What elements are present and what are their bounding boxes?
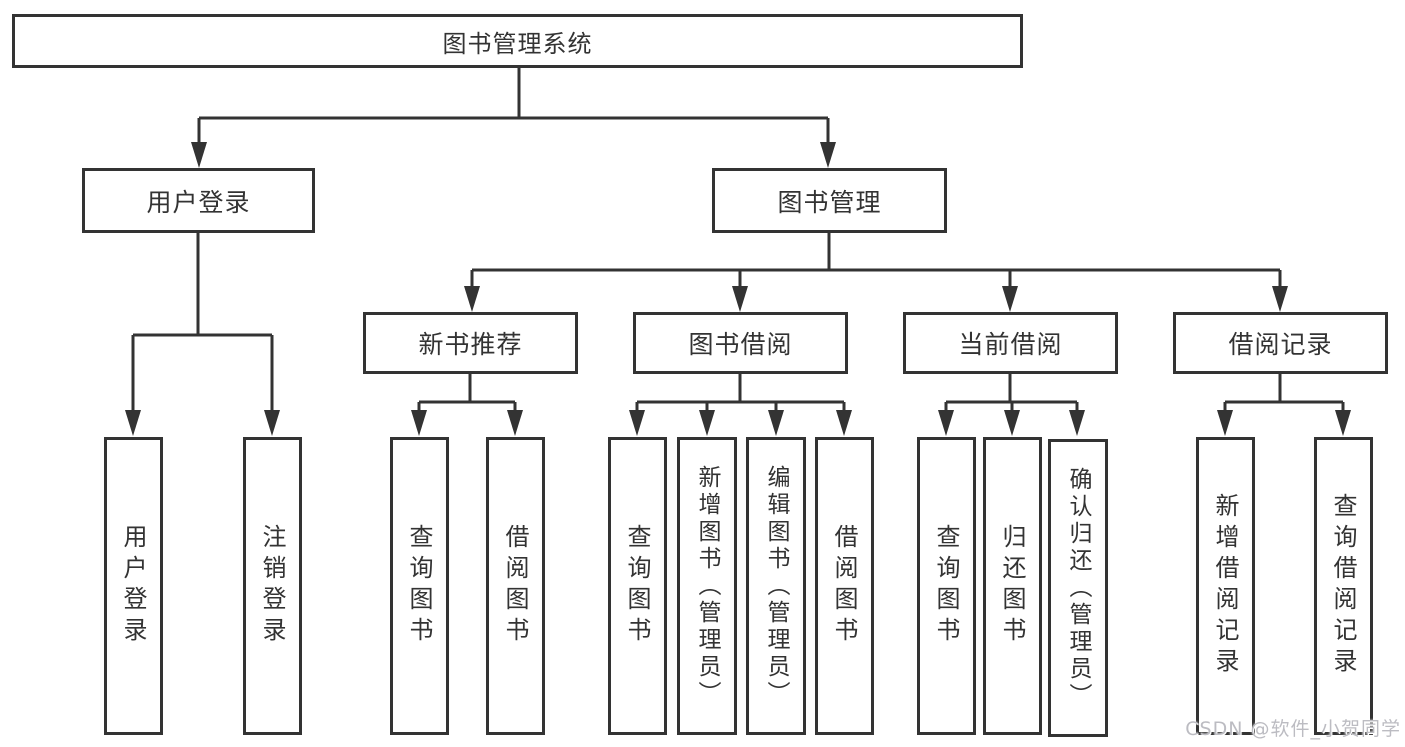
leaf-cur-query-books: 查询图书: [917, 437, 976, 735]
node-label: 查询图书: [623, 524, 651, 648]
node-book-borrow: 图书借阅: [633, 312, 848, 374]
node-label: 图书管理: [777, 187, 882, 217]
leaf-cur-return-books: 归还图书: [983, 437, 1042, 735]
node-label: 注销登录: [258, 524, 286, 648]
leaf-rec-query-borrow-record: 查询借阅记录: [1314, 437, 1373, 735]
node-label: 借阅图书: [501, 524, 529, 648]
node-borrow-records: 借阅记录: [1173, 312, 1388, 374]
node-label: 用户登录: [146, 187, 251, 217]
leaf-rec-add-borrow-record: 新增借阅记录: [1196, 437, 1255, 735]
node-book-mgmt: 图书管理: [712, 168, 947, 233]
leaf-bw-add-books-admin: 新增图书（管理员）: [677, 437, 737, 735]
watermark: CSDN @软件_小贺同学: [1185, 718, 1401, 740]
node-label: 用户登录: [119, 524, 147, 648]
connector-borrow-records-to-leaves: [1217, 374, 1351, 436]
node-label: 当前借阅: [958, 330, 1063, 359]
node-label: 编辑图书（管理员）: [763, 464, 789, 708]
connector-root-to-level2: [191, 67, 836, 168]
leaf-logout: 注销登录: [243, 437, 302, 735]
connector-book-borrow-to-leaves: [629, 374, 852, 436]
node-user-login: 用户登录: [82, 168, 315, 233]
node-current-borrow: 当前借阅: [903, 312, 1118, 374]
leaf-cur-confirm-return-admin: 确认归还（管理员）: [1048, 439, 1108, 737]
leaf-bw-query-books: 查询图书: [608, 437, 667, 735]
node-label: 图书借阅: [688, 330, 793, 359]
connector-current-borrow-to-leaves: [938, 374, 1085, 436]
node-label: 新书推荐: [418, 330, 523, 359]
connector-new-book-to-leaves: [411, 374, 523, 436]
node-label: 借阅记录: [1228, 330, 1333, 359]
leaf-user-login: 用户登录: [104, 437, 163, 735]
connector-book-mgmt-to-level3: [464, 232, 1288, 312]
node-root: 图书管理系统: [12, 14, 1023, 68]
node-new-book-recommend: 新书推荐: [363, 312, 578, 374]
leaf-bw-borrow-books: 借阅图书: [815, 437, 874, 735]
node-label: 新增图书（管理员）: [694, 464, 720, 708]
leaf-nb-query-books: 查询图书: [390, 437, 449, 735]
connector-user-login-to-leaves: [125, 233, 280, 436]
node-label: 图书管理系统: [442, 29, 593, 58]
node-label: 归还图书: [998, 524, 1026, 648]
node-label: 确认归还（管理员）: [1065, 466, 1091, 710]
leaf-nb-borrow-books: 借阅图书: [486, 437, 545, 735]
node-label: 查询图书: [405, 524, 433, 648]
node-label: 新增借阅记录: [1211, 493, 1239, 679]
node-label: 查询图书: [932, 524, 960, 648]
node-label: 查询借阅记录: [1329, 493, 1357, 679]
node-label: 借阅图书: [830, 524, 858, 648]
leaf-bw-edit-books-admin: 编辑图书（管理员）: [746, 437, 806, 735]
